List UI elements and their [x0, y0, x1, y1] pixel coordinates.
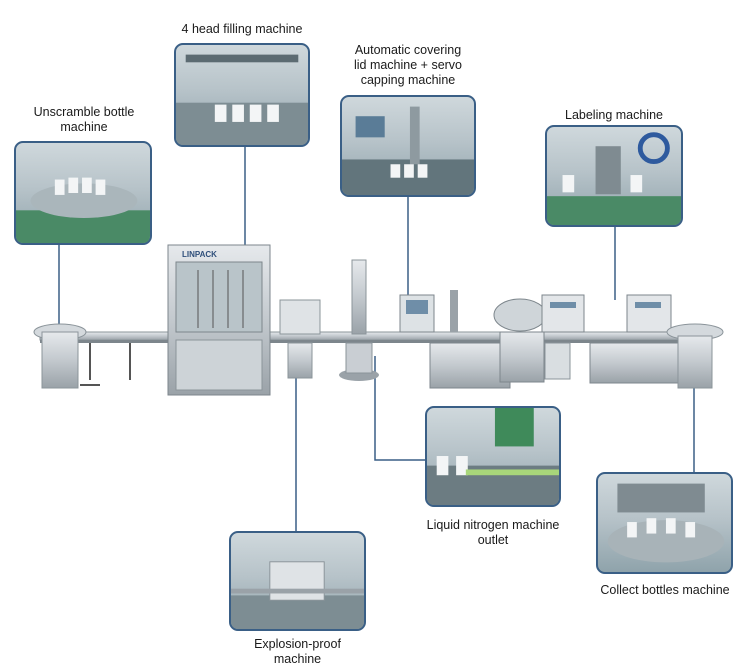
- label-labeling-machine: Labeling machine: [545, 108, 683, 123]
- label-line: outlet: [477, 533, 509, 547]
- photo-capping-machine: [340, 95, 476, 197]
- label-text: Collect bottles machine: [600, 583, 730, 597]
- label-collect-bottles-machine: Collect bottles machine: [586, 583, 744, 598]
- label-line: Explosion-proof: [254, 637, 341, 651]
- label-unscramble-machine: Unscramble bottle machine: [14, 105, 154, 135]
- label-line: lid machine + servo: [353, 58, 463, 72]
- labeling-machine-unit: [541, 294, 681, 384]
- label-line: Unscramble bottle: [33, 105, 135, 119]
- label-line: Liquid nitrogen machine: [426, 518, 560, 532]
- nitrogen-unit: [339, 259, 379, 381]
- label-line: machine: [273, 652, 322, 666]
- capping-machine-unit: [399, 290, 571, 389]
- photo-nitrogen-outlet: [425, 406, 561, 507]
- filling-machine-unit: LINPACK: [167, 244, 271, 396]
- connector-nitrogen: [374, 356, 426, 461]
- photo-explosion-proof-machine: [229, 531, 366, 631]
- unscrambler-unit: [33, 323, 87, 389]
- photo-unscramble-machine: [14, 141, 152, 245]
- label-filling-machine: 4 head filling machine: [160, 22, 324, 37]
- label-line: machine: [60, 120, 108, 134]
- label-text: 4 head filling machine: [181, 22, 303, 36]
- photo-collect-bottles-machine: [596, 472, 733, 574]
- label-line: capping machine: [360, 73, 456, 87]
- explosion-proof-unit: [279, 299, 321, 379]
- label-text: Labeling machine: [565, 108, 663, 122]
- conveyor-rail: [39, 331, 711, 341]
- label-nitrogen-outlet: Liquid nitrogen machine outlet: [412, 518, 574, 548]
- collector-unit: [666, 323, 724, 389]
- label-explosion-proof-machine: Explosion-proof machine: [229, 637, 366, 667]
- label-line: Automatic covering: [354, 43, 462, 57]
- photo-labeling-machine: [545, 125, 683, 227]
- brand-logo: LINPACK: [182, 250, 217, 259]
- conveyor-stand-left: [80, 343, 131, 386]
- production-line-illustration: LINPACK: [33, 244, 724, 396]
- label-capping-machine: Automatic covering lid machine + servo c…: [330, 43, 486, 88]
- photo-filling-machine: [174, 43, 310, 147]
